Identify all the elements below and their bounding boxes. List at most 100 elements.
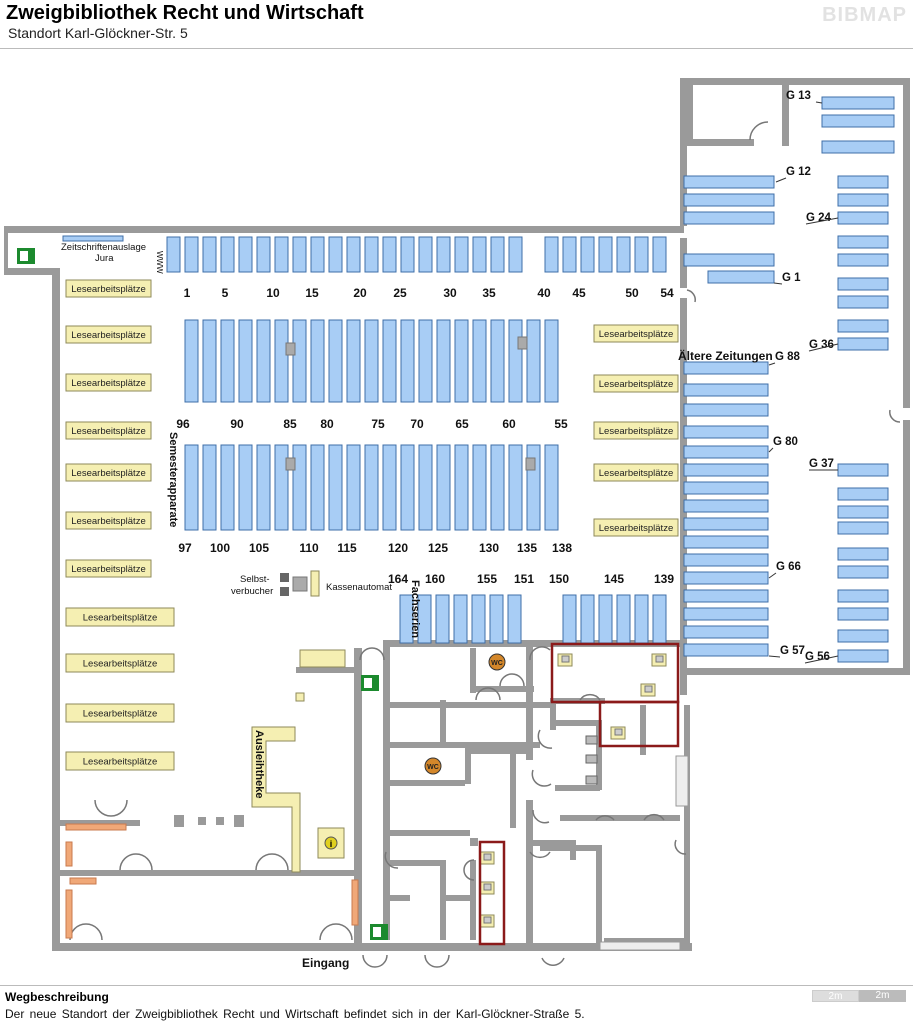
shelf[interactable] xyxy=(683,517,769,531)
shelf[interactable] xyxy=(598,236,613,273)
shelf[interactable] xyxy=(562,236,577,273)
shelf[interactable] xyxy=(418,319,433,403)
shelf[interactable] xyxy=(292,444,307,531)
shelf[interactable] xyxy=(274,319,289,403)
shelf[interactable] xyxy=(837,505,889,519)
shelf[interactable] xyxy=(837,565,889,579)
selbstverbucher-terminal[interactable] xyxy=(280,587,289,596)
shelf[interactable] xyxy=(526,319,541,403)
shelf[interactable] xyxy=(256,444,271,531)
shelf[interactable] xyxy=(328,319,343,403)
shelf[interactable] xyxy=(683,425,769,439)
shelf[interactable] xyxy=(202,236,217,273)
shelf[interactable] xyxy=(166,236,181,273)
shelf[interactable] xyxy=(508,236,523,273)
shelf[interactable] xyxy=(364,319,379,403)
shelf[interactable] xyxy=(634,594,649,644)
shelf[interactable] xyxy=(837,463,889,477)
shelf[interactable] xyxy=(256,236,271,273)
shelf[interactable] xyxy=(580,236,595,273)
shelf[interactable] xyxy=(238,444,253,531)
shelf[interactable] xyxy=(490,236,505,273)
printer-icon[interactable] xyxy=(585,754,598,764)
shelf[interactable] xyxy=(837,521,889,535)
shelf[interactable] xyxy=(274,444,289,531)
shelf[interactable] xyxy=(184,444,199,531)
shelf[interactable] xyxy=(837,235,889,249)
shelf[interactable] xyxy=(837,295,889,309)
shelf[interactable] xyxy=(508,319,523,403)
shelf[interactable] xyxy=(683,481,769,495)
floor-plan[interactable]: LesearbeitsplätzeLesearbeitsplätzeLesear… xyxy=(0,50,913,985)
shelf[interactable] xyxy=(202,444,217,531)
shelf[interactable] xyxy=(435,594,450,644)
shelf[interactable] xyxy=(683,175,775,189)
shelf[interactable] xyxy=(346,319,361,403)
shelf[interactable] xyxy=(256,319,271,403)
shelf[interactable] xyxy=(508,444,523,531)
shelf[interactable] xyxy=(683,571,769,585)
shelf[interactable] xyxy=(400,444,415,531)
shelf[interactable] xyxy=(346,236,361,273)
shelf[interactable] xyxy=(310,236,325,273)
shelf[interactable] xyxy=(683,643,769,657)
shelf[interactable] xyxy=(489,594,504,644)
kassenautomat-machine[interactable] xyxy=(310,570,320,597)
shelf[interactable] xyxy=(837,175,889,189)
shelf[interactable] xyxy=(184,236,199,273)
shelf[interactable] xyxy=(490,319,505,403)
shelf[interactable] xyxy=(683,499,769,513)
shelf[interactable] xyxy=(837,547,889,561)
printer-icon[interactable] xyxy=(585,775,598,785)
shelf[interactable] xyxy=(652,236,667,273)
shelf[interactable] xyxy=(616,594,631,644)
shelf[interactable] xyxy=(544,319,559,403)
shelf[interactable] xyxy=(472,236,487,273)
shelf[interactable] xyxy=(507,594,522,644)
shelf[interactable] xyxy=(616,236,631,273)
shelf[interactable] xyxy=(683,463,769,477)
shelf[interactable] xyxy=(683,383,769,397)
shelf[interactable] xyxy=(683,403,769,417)
shelf[interactable] xyxy=(837,629,889,643)
info-icon[interactable] xyxy=(324,836,338,850)
shelf[interactable] xyxy=(683,535,769,549)
shelf[interactable] xyxy=(634,236,649,273)
shelf[interactable] xyxy=(274,236,289,273)
shelf[interactable] xyxy=(454,319,469,403)
shelf[interactable] xyxy=(328,444,343,531)
shelf[interactable] xyxy=(400,319,415,403)
shelf[interactable] xyxy=(471,594,486,644)
shelf[interactable] xyxy=(184,319,199,403)
shelf[interactable] xyxy=(683,607,769,621)
shelf[interactable] xyxy=(562,594,577,644)
shelf[interactable] xyxy=(454,444,469,531)
shelf[interactable] xyxy=(453,594,468,644)
shelf[interactable] xyxy=(683,211,775,225)
shelf[interactable] xyxy=(382,444,397,531)
shelf[interactable] xyxy=(837,649,889,663)
shelf[interactable] xyxy=(310,444,325,531)
shelf[interactable] xyxy=(454,236,469,273)
shelf[interactable] xyxy=(364,236,379,273)
shelf[interactable] xyxy=(490,444,505,531)
shelf[interactable] xyxy=(544,444,559,531)
shelf[interactable] xyxy=(364,444,379,531)
shelf[interactable] xyxy=(418,444,433,531)
shelf[interactable] xyxy=(683,625,769,639)
shelf[interactable] xyxy=(220,236,235,273)
shelf[interactable] xyxy=(418,236,433,273)
shelf[interactable] xyxy=(837,253,889,267)
shelf[interactable] xyxy=(707,270,775,284)
shelf[interactable] xyxy=(292,236,307,273)
shelf[interactable] xyxy=(238,236,253,273)
shelf[interactable] xyxy=(683,553,769,567)
shelf[interactable] xyxy=(436,444,451,531)
shelf[interactable] xyxy=(683,253,775,267)
selbstverbucher-terminal[interactable] xyxy=(280,573,289,582)
shelf[interactable] xyxy=(382,236,397,273)
shelf[interactable] xyxy=(436,236,451,273)
shelf[interactable] xyxy=(399,594,414,644)
shelf[interactable] xyxy=(837,193,889,207)
shelf[interactable] xyxy=(382,319,397,403)
